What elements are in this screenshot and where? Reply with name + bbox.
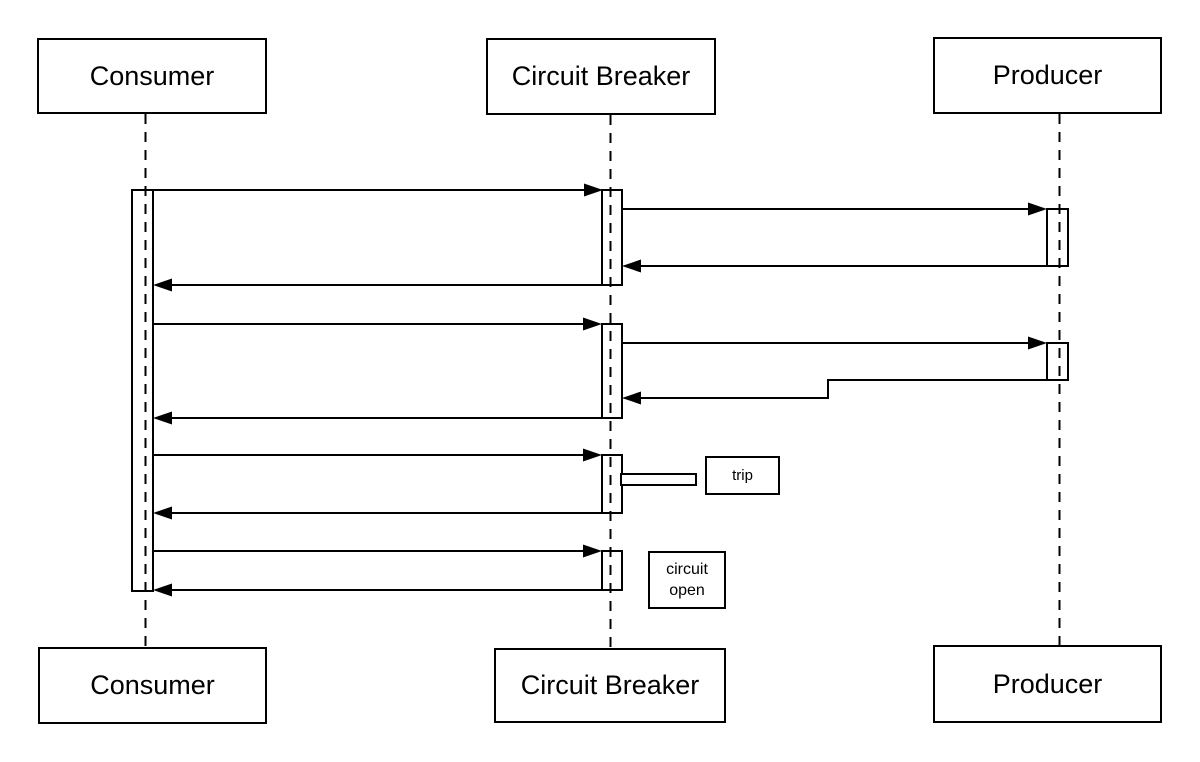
activation-bar-circuit-breaker-3 xyxy=(601,454,623,514)
arrowhead-left-3 xyxy=(622,259,641,273)
participant-label: Circuit Breaker xyxy=(520,670,700,700)
arrowhead-right-6 xyxy=(1028,336,1047,350)
circuit-open-label-box: circuit open xyxy=(648,551,726,609)
participant-label: Producer xyxy=(992,60,1103,90)
participant-top-producer: Producer xyxy=(933,37,1162,114)
participant-top-consumer: Consumer xyxy=(37,38,267,114)
participant-top-circuit-breaker: Circuit Breaker xyxy=(486,38,716,115)
arrowhead-left-4 xyxy=(153,278,172,292)
trip-self-message-shaft xyxy=(620,473,697,486)
arrowhead-right-9 xyxy=(583,448,602,462)
activation-bar-circuit-breaker-1 xyxy=(601,189,623,286)
activation-bar-consumer xyxy=(131,189,154,592)
participant-label: Producer xyxy=(992,668,1103,699)
participant-bottom-producer: Producer xyxy=(933,645,1162,723)
arrowhead-left-13 xyxy=(153,583,172,597)
participant-label: Circuit Breaker xyxy=(511,61,691,91)
arrowhead-right-12 xyxy=(583,544,602,558)
participant-bottom-circuit-breaker: Circuit Breaker xyxy=(494,648,726,723)
arrowhead-right-2 xyxy=(1028,202,1047,216)
arrowhead-left-8 xyxy=(153,411,172,425)
arrowhead-left-7 xyxy=(622,391,641,405)
trip-label: trip xyxy=(732,467,753,484)
activation-bar-producer-2 xyxy=(1046,342,1069,381)
participant-label: Consumer xyxy=(89,60,215,91)
circuit-open-label: circuit open xyxy=(666,561,708,599)
arrowhead-left-11 xyxy=(153,506,172,520)
participant-label: Consumer xyxy=(90,670,215,700)
arrowhead-right-5 xyxy=(583,317,602,331)
activation-bar-producer-1 xyxy=(1046,208,1069,267)
trip-label-box: trip xyxy=(705,456,780,495)
activation-bar-circuit-breaker-2 xyxy=(601,323,623,419)
participant-bottom-consumer: Consumer xyxy=(38,647,267,724)
activation-bar-circuit-breaker-4 xyxy=(601,550,623,591)
message-line-7-stepped xyxy=(637,379,1047,399)
arrowhead-right-1 xyxy=(584,183,603,197)
